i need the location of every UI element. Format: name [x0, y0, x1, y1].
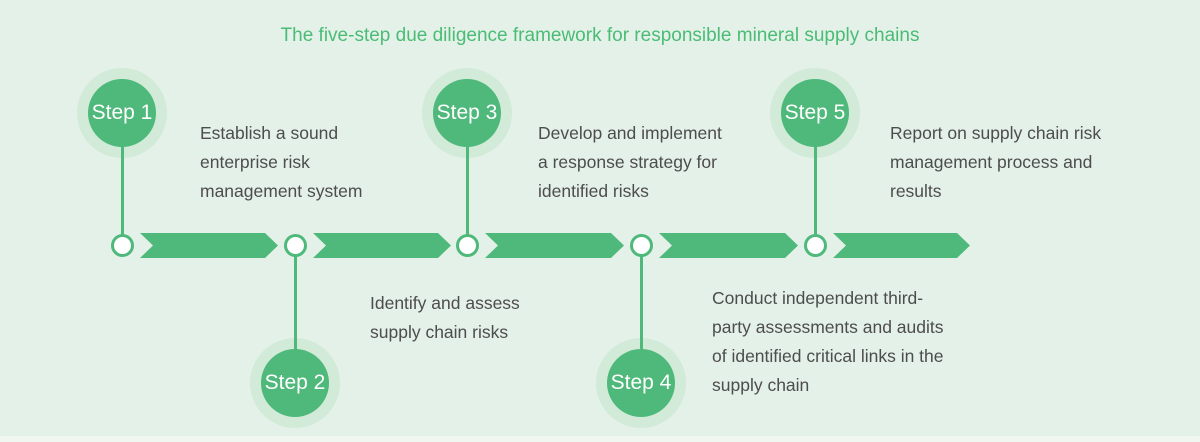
- step-2-description: Identify and assess supply chain risks: [370, 293, 520, 342]
- timeline-arrow-5: [833, 233, 970, 258]
- step-1-circle: Step 1: [88, 79, 156, 147]
- step-4-label: Step 4: [610, 371, 672, 394]
- bottom-strip: [0, 436, 1200, 442]
- timeline-arrow-3: [485, 233, 624, 258]
- step-3-connector-line: [465, 113, 469, 245]
- timeline-node-4: [629, 233, 653, 257]
- step-5-description: Report on supply chain risk management p…: [890, 123, 1102, 201]
- step-1-label: Step 1: [91, 101, 153, 124]
- step-5-circle: Step 5: [781, 79, 849, 147]
- step-2-circle: Step 2: [261, 349, 329, 417]
- timeline-arrow-1: [140, 233, 278, 258]
- step-2-label: Step 2: [264, 371, 326, 394]
- step-1-description: Establish a sound enterprise risk manage…: [200, 123, 363, 201]
- step-4-circle: Step 4: [607, 349, 675, 417]
- timeline-arrow-4: [659, 233, 798, 258]
- timeline-node-1: [110, 233, 134, 257]
- step-4-connector-line: [639, 245, 643, 383]
- step-3-label: Step 3: [436, 101, 498, 124]
- step-5-label: Step 5: [784, 101, 846, 124]
- step-4-description: Conduct independent third- party assessm…: [712, 288, 944, 395]
- step-3-circle: Step 3: [433, 79, 501, 147]
- step-2-connector-line: [293, 245, 297, 383]
- step-3-description: Develop and implement a response strateg…: [538, 123, 722, 201]
- timeline-node-3: [455, 233, 479, 257]
- timeline-arrow-2: [313, 233, 451, 258]
- step-1-connector-line: [120, 113, 124, 245]
- diagram-title: The five-step due diligence framework fo…: [280, 25, 920, 46]
- step-5-connector-line: [813, 113, 817, 245]
- timeline-node-5: [803, 233, 827, 257]
- timeline-node-2: [283, 233, 307, 257]
